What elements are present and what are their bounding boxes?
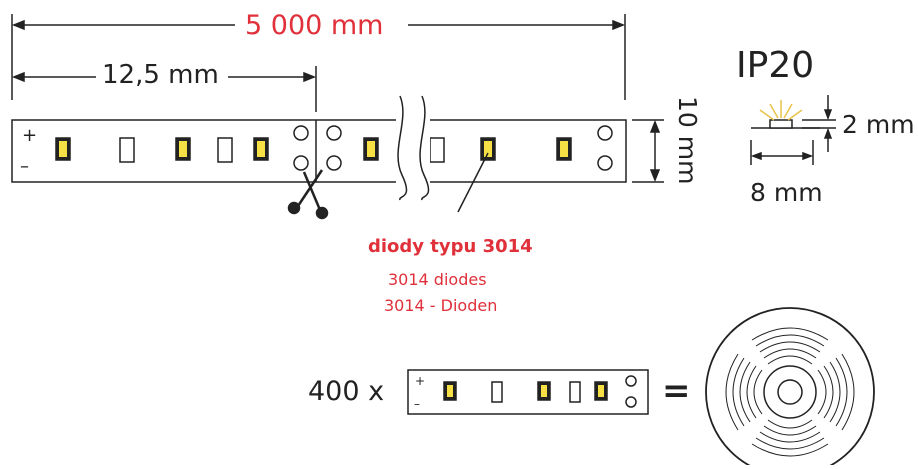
scissors-icon: [287, 169, 329, 220]
diode-pointer-line: [457, 152, 489, 213]
break-line-right: [419, 95, 430, 201]
break-line-left: [397, 95, 408, 201]
reel-icon: [705, 307, 875, 469]
solder-pad: [597, 125, 613, 141]
strip-height-label: 10 mm: [673, 96, 702, 185]
reel-multiplier-label: 400 x: [308, 376, 385, 407]
strip-unit: + –: [407, 369, 649, 415]
diode-type-label-de: 3014 - Dioden: [384, 296, 498, 315]
equals-sign: =: [662, 371, 691, 411]
solder-pad: [597, 155, 613, 171]
diode-type-label-en: 3014 diodes: [388, 270, 487, 289]
minus-sign: –: [20, 156, 29, 177]
resistor: [119, 137, 135, 163]
led-side-view: [750, 95, 836, 165]
led-strip: + –: [11, 95, 627, 201]
plus-sign: +: [415, 374, 425, 388]
total-length-dimension: [11, 14, 626, 100]
total-length-label: 5 000 mm: [245, 10, 384, 41]
resistor: [429, 137, 445, 163]
strip-height-dimension: [632, 119, 664, 183]
led-height-label: 2 mm: [842, 110, 915, 139]
solder-pad: [293, 155, 309, 171]
segment-length-dimension: [11, 66, 317, 112]
plus-sign: +: [22, 125, 37, 146]
solder-pad: [293, 125, 309, 141]
segment-length-label: 12,5 mm: [102, 60, 219, 90]
solder-pad: [326, 125, 342, 141]
diode-type-label-pl: diody typu 3014: [368, 236, 533, 257]
led-width-label: 8 mm: [750, 178, 823, 207]
resistor: [217, 137, 233, 163]
ip-rating-label: IP20: [736, 45, 815, 86]
minus-sign: –: [414, 397, 420, 411]
solder-pad: [326, 155, 342, 171]
